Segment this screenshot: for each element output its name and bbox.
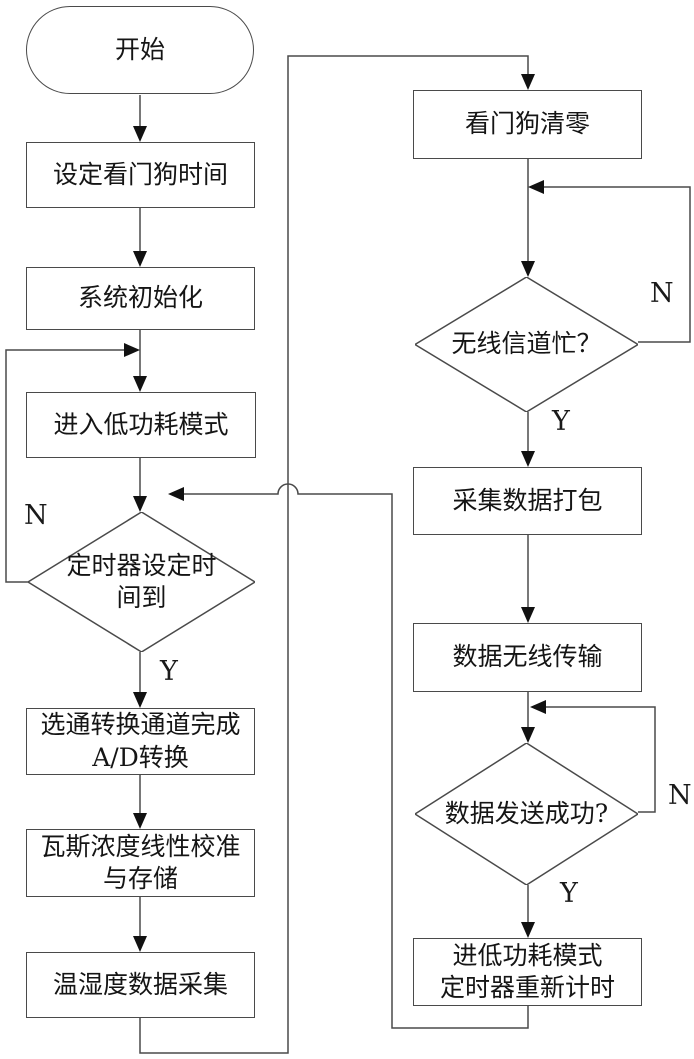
node-wireless-transmit: 数据无线传输 [413,623,642,692]
node-ad-convert: 选通转换通道完成 A/D转换 [26,708,255,775]
node-temp-humidity-collect-label: 温湿度数据采集 [52,969,228,999]
node-low-power-timer-restart: 进低功耗模式 定时器重新计时 [413,938,642,1006]
branch-label-channel-yes: Y [552,406,570,437]
node-watchdog-clear-label: 看门狗清零 [464,109,590,139]
node-send-success: 数据发送成功? [415,743,638,885]
node-gas-calibrate-label: 瓦斯浓度线性校准 与存储 [40,831,241,894]
branch-label-timer-yes: Y [160,656,178,687]
node-timer-reached: 定时器设定时 间到 [28,512,255,652]
node-gas-calibrate: 瓦斯浓度线性校准 与存储 [26,829,255,897]
node-timer-reached-label: 定时器设定时 间到 [66,550,217,613]
edge-timer-no-loop [5,349,124,583]
edge-send-no-loop [546,706,656,813]
diamond-shape [415,277,638,412]
branch-label-send-yes: Y [560,878,578,909]
branch-label-channel-no: N [650,278,674,309]
diamond-shape [415,743,638,885]
node-channel-busy: 无线信道忙？ [415,277,638,412]
edge-channel-no-loop [544,186,691,343]
node-watchdog-clear: 看门狗清零 [413,90,642,159]
node-temp-humidity-collect: 温湿度数据采集 [26,952,255,1018]
node-ad-convert-label: 选通转换通道完成 A/D转换 [40,710,241,772]
node-wireless-transmit-label: 数据无线传输 [452,642,603,672]
branch-label-timer-no: N [24,500,48,531]
node-enter-low-power-label: 进入低功耗模式 [53,409,229,439]
edge-restart-to-timer [184,483,529,1029]
node-set-watchdog-time-label: 设定看门狗时间 [52,159,228,189]
node-channel-busy-label: 无线信道忙？ [451,329,602,359]
diamond-shape [28,512,255,652]
node-enter-low-power: 进入低功耗模式 [26,392,256,458]
node-start: 开始 [26,6,254,94]
node-send-success-label: 数据发送成功? [444,798,609,828]
node-system-init-label: 系统初始化 [77,283,203,313]
node-low-power-timer-restart-label: 进低功耗模式 定时器重新计时 [439,940,615,1003]
node-pack-data: 采集数据打包 [413,467,642,535]
node-start-label: 开始 [114,34,165,64]
node-pack-data-label: 采集数据打包 [452,485,603,515]
arrowheads [124,74,546,952]
node-set-watchdog-time: 设定看门狗时间 [26,142,255,208]
node-system-init: 系统初始化 [26,267,255,330]
edge-temp-to-watchdogclear [139,55,529,1054]
branch-label-send-no: N [668,780,692,811]
